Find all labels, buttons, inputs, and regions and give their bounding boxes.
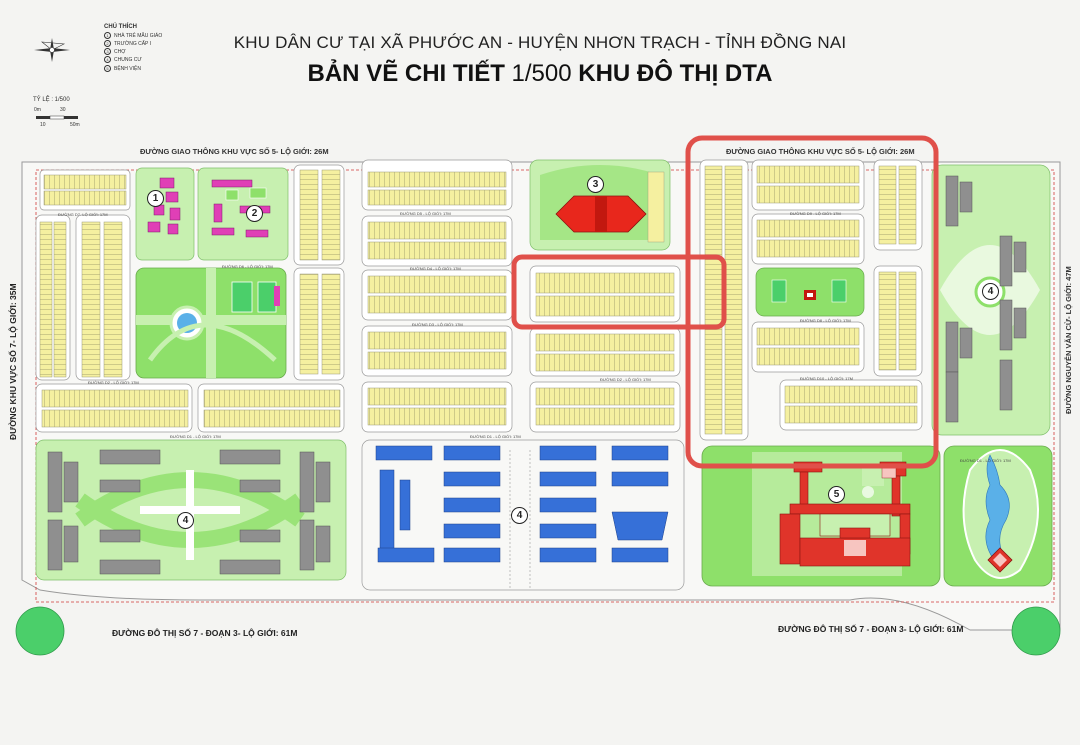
apartment-blocks-bottom-left bbox=[47, 449, 331, 575]
scale-mark: 10 bbox=[40, 122, 46, 128]
road-label-d1: ĐƯỜNG D1 - LỘ GIỚI: 17M bbox=[170, 434, 221, 439]
nursery-buildings bbox=[147, 177, 181, 235]
roundabout-right bbox=[1011, 606, 1061, 656]
road-label-left: ĐƯỜNG KHU VỰC SỐ 7- LỘ GIỚI: 35M bbox=[8, 283, 18, 440]
road-label-d1-center: ĐƯỜNG D1 - LỘ GIỚI: 17M bbox=[470, 434, 521, 439]
scale-bar bbox=[36, 115, 78, 120]
map-title-location: KHU DÂN CƯ TẠI XÃ PHƯỚC AN - HUYỆN NHƠN … bbox=[233, 33, 847, 52]
map-title-part1: BẢN VẼ CHI TIẾT bbox=[307, 60, 505, 87]
road-label-d8: ĐƯỜNG D8 - LỘ GIỚI: 17M bbox=[800, 318, 851, 323]
residential-lots-right bbox=[699, 159, 923, 441]
apartment-blocks-right bbox=[945, 175, 1027, 423]
road-label-d1-right: ĐƯỜNG D1 - LỘ GIỚI: 17M bbox=[960, 458, 1011, 463]
road-label-d3: ĐƯỜNG D3 - LỘ GIỚI: 17M bbox=[412, 322, 463, 327]
highlight-center-block bbox=[511, 254, 727, 330]
residential-lots-center-left bbox=[361, 159, 513, 433]
road-label-top-right: ĐƯỜNG GIAO THÔNG KHU VỰC SỐ 5- LỘ GIỚI: … bbox=[726, 147, 915, 156]
marker-nursery: 1 bbox=[147, 190, 164, 207]
marker-apartments-bottom-center: 4 bbox=[511, 507, 528, 524]
scale-mark: 50m bbox=[70, 122, 80, 128]
marker-hospital: 5 bbox=[828, 486, 845, 503]
road-label-d10: ĐƯỜNG D10 - LỘ GIỚI: 17M bbox=[800, 376, 853, 381]
road-label-d2-center: ĐƯỜNG D2 - LỘ GIỚI: 17M bbox=[600, 377, 651, 382]
compass-rose bbox=[34, 38, 70, 62]
road-label-bottom-left: ĐƯỜNG ĐÔ THỊ SỐ 7 - ĐOẠN 3- LỘ GIỚI: 61M bbox=[112, 628, 298, 638]
scale-mark: 30 bbox=[60, 107, 66, 113]
marker-market: 3 bbox=[587, 176, 604, 193]
road-label-top-left: ĐƯỜNG GIAO THÔNG KHU VỰC SỐ 5- LỘ GIỚI: … bbox=[140, 147, 329, 156]
road-label-d6: ĐƯỜNG D6 - LỘ GIỚI: 17M bbox=[222, 264, 273, 269]
map-title-main: BẢN VẼ CHI TIẾT 1/500 KHU ĐÔ THỊ DTA bbox=[150, 60, 930, 88]
road-label-right: ĐƯỜNG NGUYỄN VĂN CỪ- LỘ GIỚI: 47M bbox=[1064, 266, 1073, 414]
road-label-d9: ĐƯỜNG D9 - LỘ GIỚI: 17M bbox=[790, 211, 841, 216]
apartment-blocks-blue bbox=[375, 445, 669, 563]
map-title-part3: KHU ĐÔ THỊ DTA bbox=[578, 60, 773, 87]
road-label-bottom-right: ĐƯỜNG ĐÔ THỊ SỐ 7 - ĐOẠN 3- LỘ GIỚI: 61M bbox=[778, 624, 964, 634]
scale-mark: 0m bbox=[34, 107, 41, 113]
road-label-d2: ĐƯỜNG D2 - LỘ GIỚI: 17M bbox=[88, 380, 139, 385]
residential-lots-center bbox=[529, 265, 681, 433]
marker-apartments-bottom-left: 4 bbox=[177, 512, 194, 529]
highlight-right-zone bbox=[685, 135, 939, 469]
marker-school: 2 bbox=[246, 205, 263, 222]
legend-title: CHÚ THÍCH bbox=[104, 24, 137, 30]
road-label-d7: ĐƯỜNG D7- LỘ GIỚI: 17M bbox=[58, 212, 108, 217]
map-title-scale: 1/500 bbox=[504, 60, 579, 87]
road-label-d4: ĐƯỜNG D4 - LỘ GIỚI: 17M bbox=[410, 266, 461, 271]
road-label-d5: ĐƯỜNG D5 - LỘ GIỚI: 17M bbox=[400, 211, 451, 216]
roundabout-left bbox=[15, 606, 65, 656]
scale-label: TỶ LỆ : 1/500 bbox=[33, 97, 70, 103]
marker-apartments-right: 4 bbox=[982, 283, 999, 300]
